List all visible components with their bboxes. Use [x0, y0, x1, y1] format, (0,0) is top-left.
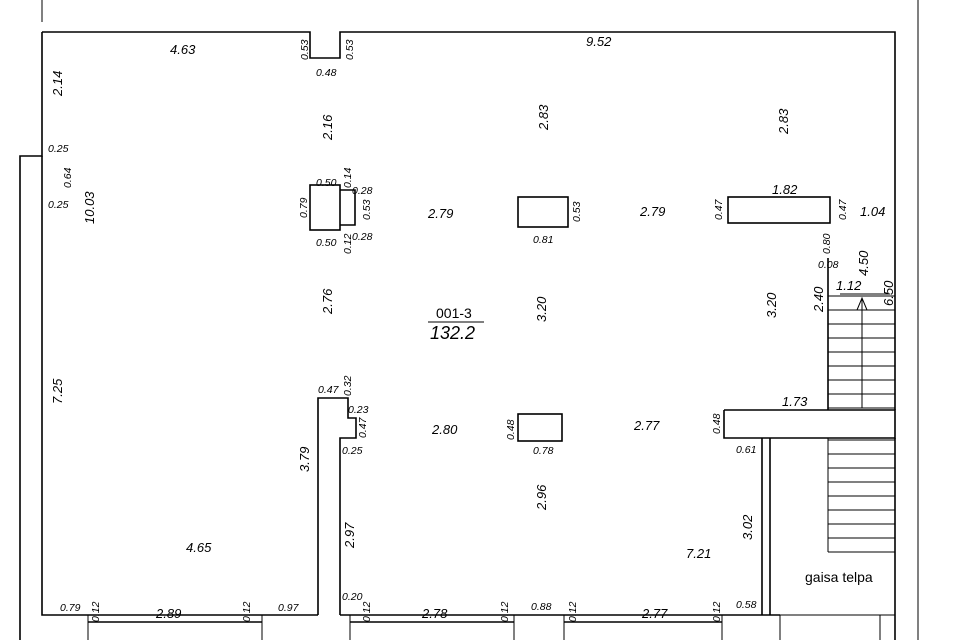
dim-b-020: 0.20 — [342, 591, 363, 603]
dim-c2-283: 2.83 — [536, 104, 551, 131]
dim-h-279b: 2.79 — [639, 204, 665, 219]
dim-r-048: 0.48 — [711, 413, 723, 434]
dim-p1-012: 0.12 — [342, 233, 354, 254]
room-area: 132.2 — [430, 323, 475, 343]
dim-w-047: 0.47 — [318, 384, 340, 396]
dim-r-104: 1.04 — [860, 204, 885, 219]
dim-b-012c: 0.12 — [361, 601, 373, 622]
dim-w-297: 2.97 — [342, 522, 357, 549]
dim-r-721: 7.21 — [686, 546, 711, 561]
dim-214: 2.14 — [50, 71, 65, 97]
dim-r-240: 2.40 — [811, 286, 826, 313]
dim-p2-081: 0.81 — [533, 234, 553, 246]
dim-c1-276: 2.76 — [320, 288, 335, 315]
dim-w-047b: 0.47 — [357, 416, 369, 438]
dim-w-025: 0.25 — [342, 445, 363, 457]
dim-jog-a: 0.25 — [48, 143, 69, 155]
dim-top-right: 9.52 — [586, 34, 612, 49]
dim-b-289: 2.89 — [155, 606, 181, 621]
dim-b-277: 2.77 — [641, 606, 668, 621]
dim-left-465: 4.65 — [186, 540, 212, 555]
dim-p1-079: 0.79 — [298, 197, 310, 218]
dim-p3-047r: 0.47 — [837, 198, 849, 220]
dim-b-012d: 0.12 — [499, 601, 511, 622]
dim-jog-c: 0.25 — [48, 199, 69, 211]
dim-c3-283: 2.83 — [776, 108, 791, 135]
room-code: 001-3 — [436, 305, 472, 321]
dim-p1-053: 0.53 — [361, 199, 373, 220]
dim-p4-078: 0.78 — [533, 445, 554, 457]
dim-r-320: 3.20 — [764, 292, 779, 318]
dim-notch-width: 0.48 — [316, 67, 337, 79]
dim-c2-320: 3.20 — [534, 296, 549, 322]
dim-w-379: 3.79 — [297, 447, 312, 472]
dim-p1-050b: 0.50 — [316, 237, 337, 249]
dim-b-012e: 0.12 — [567, 601, 579, 622]
dim-top-left: 4.63 — [170, 42, 196, 57]
dim-r-061: 0.61 — [736, 444, 756, 456]
dim-r-173: 1.73 — [782, 394, 808, 409]
dim-notch-right: 0.53 — [344, 39, 356, 60]
dim-b-097: 0.97 — [278, 602, 300, 614]
dim-r-302: 3.02 — [740, 514, 755, 540]
dim-b-278: 2.78 — [421, 606, 448, 621]
stairs-upper — [828, 295, 895, 409]
dim-p1-028b: 0.28 — [352, 231, 373, 243]
dim-b-012b: 0.12 — [241, 601, 253, 622]
dim-r-450: 4.50 — [856, 250, 871, 276]
dim-c1-216: 2.16 — [320, 114, 335, 141]
stairs-lower — [828, 439, 895, 553]
dim-b-012a: 0.12 — [90, 601, 102, 622]
dim-h-279a: 2.79 — [427, 206, 453, 221]
dim-c2-296: 2.96 — [534, 484, 549, 511]
dim-725: 7.25 — [50, 378, 65, 404]
dim-1003: 10.03 — [82, 191, 97, 224]
dim-b-012f: 0.12 — [711, 601, 723, 622]
dim-p3-182: 1.82 — [772, 182, 798, 197]
dim-w-023: 0.23 — [348, 404, 369, 416]
dim-p1-028t: 0.28 — [352, 185, 373, 197]
dim-r-008: 0.08 — [818, 259, 839, 271]
dim-jog-b: 0.64 — [62, 167, 74, 188]
dim-b-079: 0.79 — [60, 602, 81, 614]
dim-w-032: 0.32 — [342, 375, 354, 396]
dim-p3-047l: 0.47 — [713, 198, 725, 220]
dim-r-650: 6.50 — [881, 280, 896, 306]
space-note: gaisa telpa — [805, 569, 873, 585]
dim-p4-048: 0.48 — [505, 419, 517, 440]
dim-b-058: 0.58 — [736, 599, 757, 611]
dim-r-080: 0.80 — [821, 233, 833, 254]
dim-notch-left: 0.53 — [299, 39, 311, 60]
dim-h-277: 2.77 — [633, 418, 660, 433]
dim-r-112: 1.12 — [836, 278, 862, 293]
dim-p1-014: 0.14 — [342, 167, 354, 188]
dim-b-088: 0.88 — [531, 601, 552, 613]
dim-p1-050t: 0.50 — [316, 177, 337, 189]
dim-h-280: 2.80 — [431, 422, 458, 437]
dim-p2-053: 0.53 — [571, 201, 583, 222]
